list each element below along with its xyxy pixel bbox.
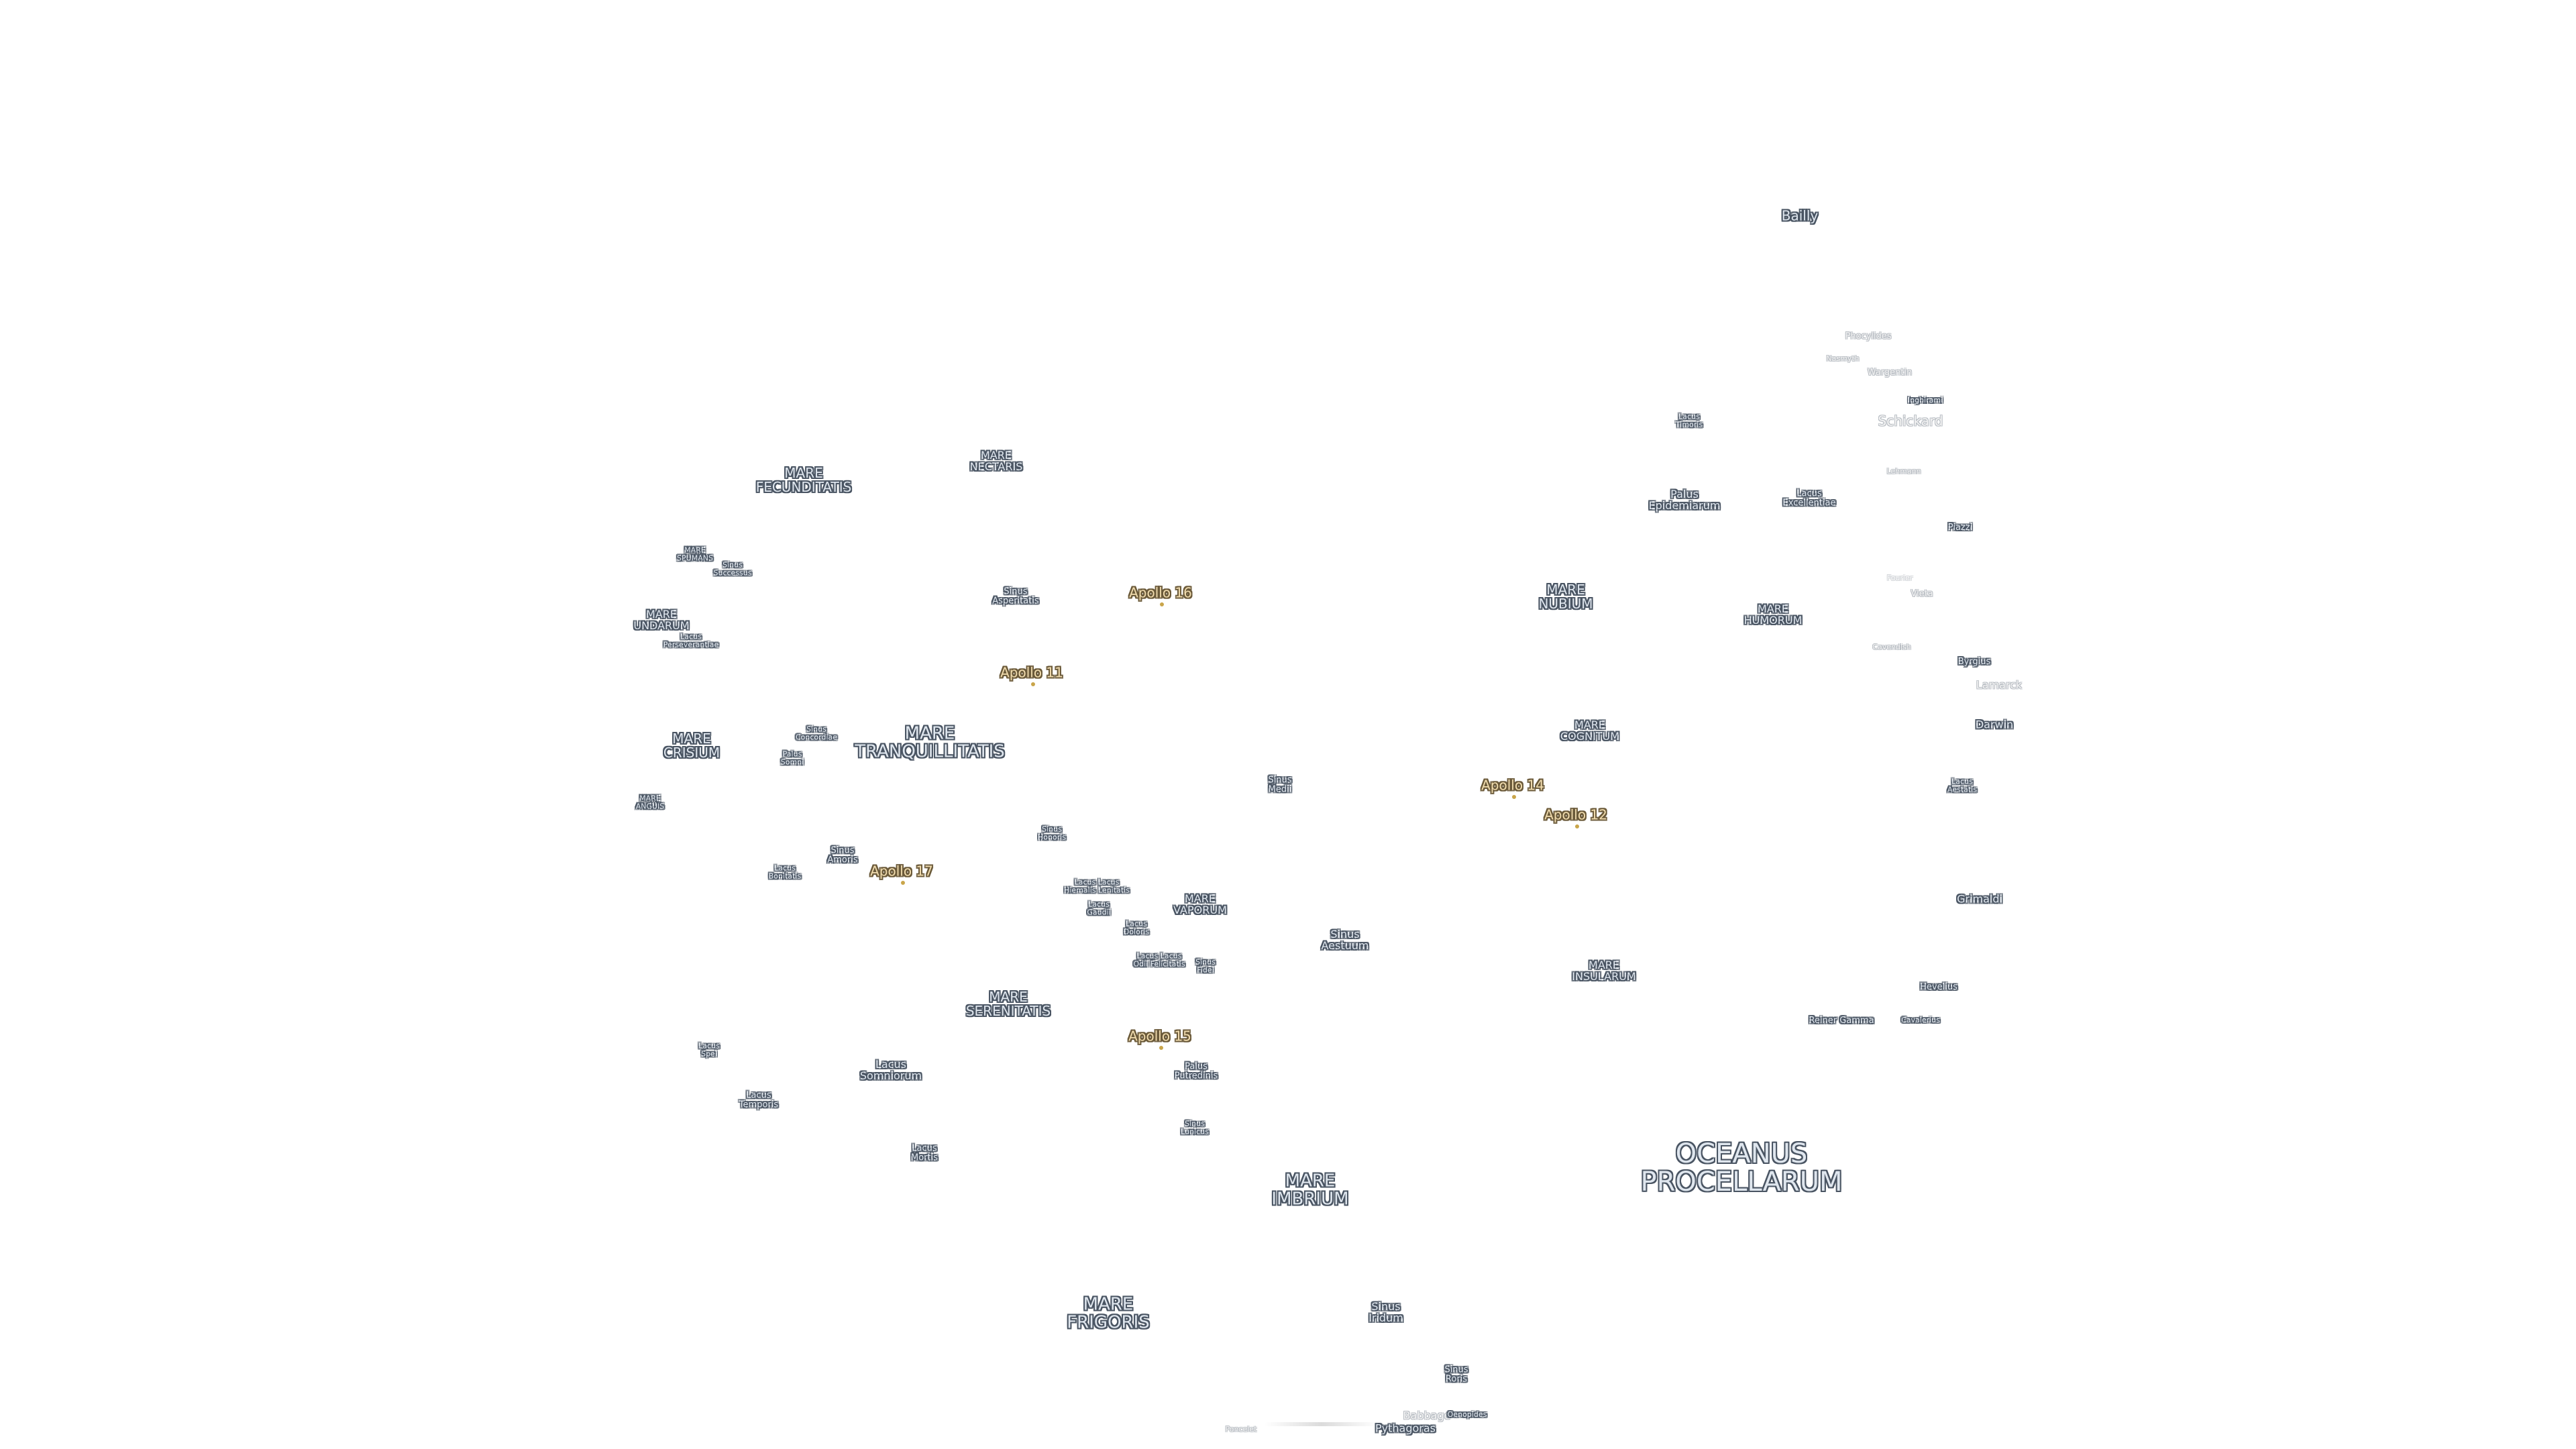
label-sinus-fidei: Sinus Fidei <box>1195 957 1216 974</box>
label-sinus-honoris: Sinus Honoris <box>1037 824 1067 841</box>
apollo-site-apollo-15: Apollo 15 <box>1128 1028 1191 1044</box>
label-poncelet: Poncelet <box>1225 1425 1257 1434</box>
label-inghirami: Inghirami <box>1907 396 1943 405</box>
label-lacus-odii: Lacus Lacus Odii Felicitatis <box>1133 951 1185 968</box>
label-sinus-asperitatis: Sinus Asperitatis <box>992 586 1039 606</box>
label-mare-fecunditatis: MARE FECUNDITATIS <box>755 465 852 495</box>
label-cavendish: Cavendish <box>1872 643 1911 652</box>
apollo-site-apollo-12: Apollo 12 <box>1544 806 1607 823</box>
label-sinus-medii: Sinus Medii <box>1268 775 1292 794</box>
label-mare-frigoris: MARE FRIGORIS <box>1067 1294 1150 1333</box>
label-mare-humorum: MARE HUMORUM <box>1743 602 1803 627</box>
label-bailly: Bailly <box>1781 207 1819 224</box>
label-sinus-successus: Sinus Successus <box>713 560 752 577</box>
label-piazzi: Piazzi <box>1947 523 1973 533</box>
label-grimaldi: Grimaldi <box>1957 892 2002 906</box>
label-mare-vaporum: MARE VAPORUM <box>1173 892 1227 916</box>
label-mare-spumans: MARE SPUMANS <box>677 545 713 562</box>
label-pythagoras: Pythagoras <box>1375 1421 1436 1435</box>
apollo-landing-marker <box>1031 682 1035 686</box>
label-lacus-excellentiae: Lacus Excellentiae <box>1782 488 1836 508</box>
apollo-landing-marker <box>1512 795 1516 799</box>
apollo-site-apollo-14: Apollo 14 <box>1481 777 1544 794</box>
label-lacus-somniorum: Lacus Somniorum <box>859 1058 922 1082</box>
label-cavalerius: Cavalerius <box>1901 1016 1940 1025</box>
label-sinus-aestuum: Sinus Aestuum <box>1321 928 1369 952</box>
label-lacus-perseverantiae: Lacus Perseverantiae <box>663 632 719 649</box>
label-lacus-mortis: Lacus Mortis <box>911 1143 938 1163</box>
apollo-landing-marker <box>1159 1046 1163 1050</box>
label-lacus-temporis: Lacus Temporis <box>739 1090 779 1110</box>
label-lacus-gaudii: Lacus Gaudii <box>1087 900 1111 916</box>
label-reiner-gamma: Reiner Gamma <box>1809 1016 1874 1026</box>
label-mare-nubium: MARE NUBIUM <box>1538 582 1593 612</box>
label-hevelius: Hevelius <box>1920 982 1957 993</box>
label-lacus-timoris: Lacus Timoris <box>1675 412 1703 429</box>
apollo-site-apollo-16: Apollo 16 <box>1129 584 1192 601</box>
apollo-site-apollo-11: Apollo 11 <box>1000 664 1063 681</box>
label-mare-crisium: MARE CRISIUM <box>663 731 720 761</box>
label-sinus-roris: Sinus Roris <box>1444 1364 1468 1384</box>
label-nasmyth: Nasmyth <box>1826 354 1860 364</box>
apollo-site-apollo-17: Apollo 17 <box>870 863 933 879</box>
label-lacus-bonitatis: Lacus Bonitatis <box>768 863 802 880</box>
label-lehmann: Lehmann <box>1886 467 1921 476</box>
label-mare-undarum: MARE UNDARUM <box>633 608 690 632</box>
label-oceanus-procellarum: OCEANUS PROCELLARUM <box>1640 1138 1843 1197</box>
label-sinus-amoris: Sinus Amoris <box>827 845 858 865</box>
label-mare-nectaris: MARE NECTARIS <box>969 449 1023 473</box>
label-mare-cognitum: MARE COGNITUM <box>1560 718 1620 743</box>
label-sinus-concordiae: Sinus Concordiae <box>795 724 838 741</box>
label-byrgius: Byrgius <box>1957 657 1991 667</box>
label-mare-tranquillitatis: MARE TRANQUILLITATIS <box>855 723 1005 762</box>
label-darwin: Darwin <box>1975 718 2014 731</box>
label-lamarck: Lamarck <box>1976 678 2023 692</box>
apollo-landing-marker <box>1160 602 1164 606</box>
label-lacus-spei: Lacus Spei <box>698 1041 720 1058</box>
label-sinus-iridum: Sinus Iridum <box>1368 1300 1403 1324</box>
label-wargentin: Wargentin <box>1867 368 1913 378</box>
label-phocylides: Phocylides <box>1845 331 1892 342</box>
label-fourier: Fourier <box>1886 574 1913 583</box>
label-vieta: Vieta <box>1911 589 1933 600</box>
terminator-streak <box>1265 1422 1379 1426</box>
label-mare-serenitatis: MARE SERENITATIS <box>965 989 1051 1019</box>
label-palus-putredinis: Palus Putredinis <box>1174 1061 1218 1081</box>
label-mare-anguis: MARE ANGUIS <box>635 794 665 810</box>
label-oenopides: Oenopides <box>1447 1410 1487 1419</box>
label-mare-insularum: MARE INSULARUM <box>1572 959 1636 983</box>
label-babbage: Babbage <box>1403 1409 1451 1422</box>
label-lacus-lenitatis: Lacus Lacus Hiemalis Lenitatis <box>1064 877 1130 894</box>
label-schickard: Schickard <box>1878 413 1943 429</box>
label-lacus-doloris: Lacus Doloris <box>1123 919 1150 936</box>
apollo-landing-marker <box>901 881 905 885</box>
label-lacus-aestatis: Lacus Aestatis <box>1947 777 1977 794</box>
label-sinus-lunicus: Sinus Lunicus <box>1181 1119 1209 1136</box>
label-palus-somni: Palus Somni <box>780 749 804 766</box>
label-mare-imbrium: MARE IMBRIUM <box>1271 1171 1349 1210</box>
apollo-landing-marker <box>1575 824 1579 828</box>
label-palus-epidemiarum: Palus Epidemiarum <box>1648 488 1721 512</box>
